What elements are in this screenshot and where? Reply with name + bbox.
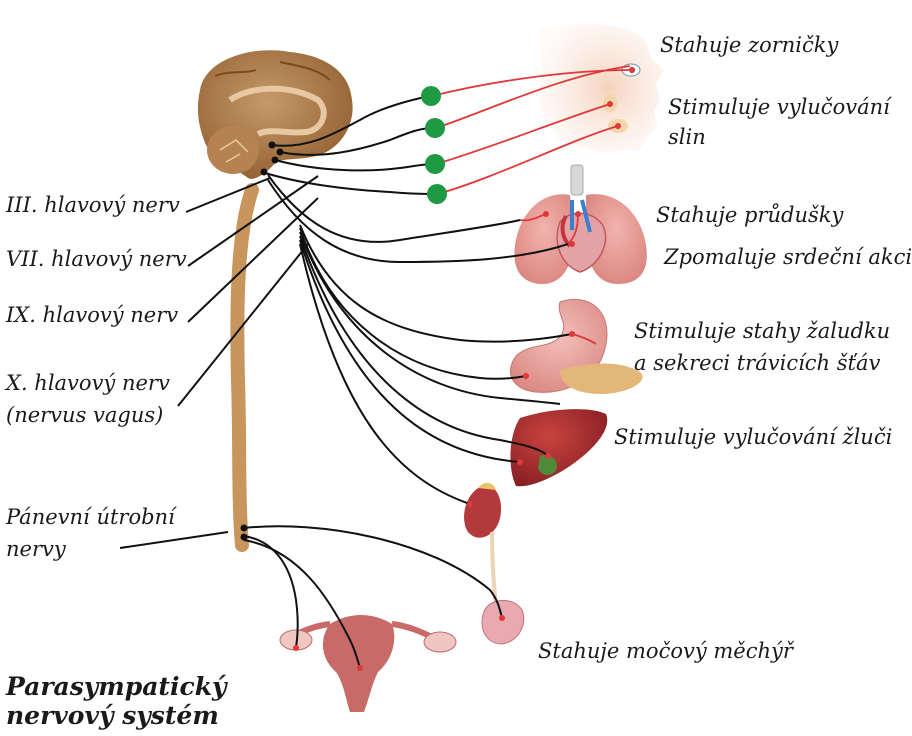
label-pelvic-line2: nervy bbox=[6, 536, 66, 562]
label-saliva-line1: Stimuluje vylučování bbox=[668, 94, 890, 120]
label-bile: Stimuluje vylučování žluči bbox=[614, 424, 892, 450]
label-heart: Zpomaluje srdeční akci bbox=[664, 244, 912, 270]
ganglion-1 bbox=[421, 86, 441, 106]
label-bronchi: Stahuje průdušky bbox=[656, 202, 843, 228]
uterus-organ bbox=[280, 615, 456, 712]
label-stomach-line1: Stimuluje stahy žaludku bbox=[634, 318, 890, 344]
label-eye: Stahuje zorničky bbox=[660, 32, 838, 58]
ganglion-3 bbox=[425, 154, 445, 174]
bladder-organ bbox=[482, 600, 524, 644]
label-saliva-line2: slin bbox=[668, 124, 706, 150]
label-nerve-7: VII. hlavový nerv bbox=[6, 246, 187, 272]
lungs-heart-organ bbox=[514, 165, 646, 284]
ganglion-2 bbox=[425, 118, 445, 138]
label-nerve-10-line1: X. hlavový nerv bbox=[6, 370, 170, 396]
spinal-cord bbox=[237, 190, 252, 545]
title-line2: nervový systém bbox=[6, 701, 219, 730]
title-line1: Parasympatický bbox=[6, 672, 227, 701]
label-bladder: Stahuje močový měchýř bbox=[538, 638, 793, 664]
nerve-lines bbox=[120, 96, 572, 668]
label-nerve-3: III. hlavový nerv bbox=[6, 192, 180, 218]
label-pelvic-line1: Pánevní útrobní bbox=[6, 504, 175, 530]
ganglia bbox=[421, 86, 447, 204]
label-nerve-9: IX. hlavový nerv bbox=[6, 302, 178, 328]
label-nerve-10-line2: (nervus vagus) bbox=[6, 402, 163, 428]
ganglion-4 bbox=[427, 184, 447, 204]
label-stomach-line2: a sekreci trávicích šťáv bbox=[634, 350, 880, 376]
liver-organ bbox=[510, 409, 607, 486]
head-organ bbox=[540, 24, 664, 152]
stomach-organ bbox=[510, 299, 642, 394]
